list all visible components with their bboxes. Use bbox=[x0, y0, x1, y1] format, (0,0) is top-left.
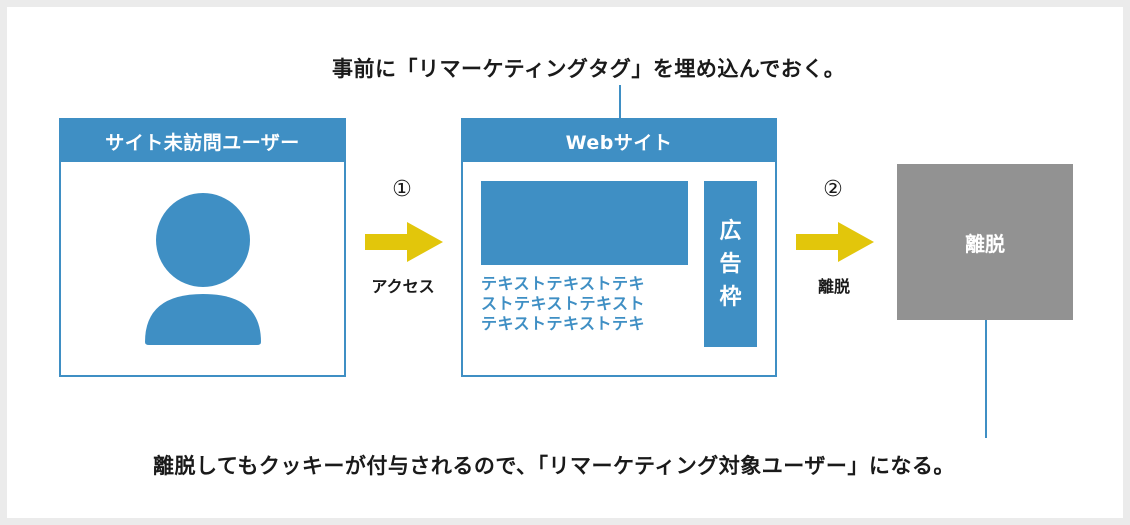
ad-frame: 広 告 枠 bbox=[704, 181, 757, 347]
user-silhouette-icon bbox=[145, 193, 261, 345]
visitor-box: サイト未訪問ユーザー bbox=[59, 118, 346, 377]
step2-label: 離脱 bbox=[817, 277, 850, 296]
ad-frame-char: 広 bbox=[719, 218, 742, 244]
step1-label: アクセス bbox=[371, 277, 435, 296]
content-image-placeholder bbox=[481, 181, 688, 265]
step2-number: ② bbox=[823, 177, 843, 202]
visitor-box-title: サイト未訪問ユーザー bbox=[61, 120, 344, 162]
exit-box: 離脱 bbox=[897, 164, 1073, 320]
arrow-right-icon bbox=[365, 222, 443, 262]
arrow-right-icon bbox=[796, 222, 874, 262]
ad-frame-char: 枠 bbox=[719, 284, 742, 310]
top-caption: 事前に「リマーケティングタグ」を埋め込んでおく。 bbox=[332, 57, 846, 81]
top-connector-line bbox=[619, 85, 621, 120]
diagram-canvas: 事前に「リマーケティングタグ」を埋め込んでおく。 サイト未訪問ユーザー ① アク… bbox=[7, 7, 1123, 518]
step1-number: ① bbox=[392, 177, 412, 202]
bottom-caption: 離脱してもクッキーが付与されるので、「リマーケティング対象ユーザー」になる。 bbox=[153, 454, 955, 478]
ad-frame-char: 告 bbox=[719, 251, 742, 277]
website-body-text: テキストテキストテキ ストテキストテキスト テキストテキストテキ bbox=[481, 274, 646, 333]
website-box-title: Webサイト bbox=[463, 120, 775, 162]
website-box: Webサイト テキストテキストテキ ストテキストテキスト テキストテキストテキ … bbox=[461, 118, 777, 377]
bottom-connector-line bbox=[985, 320, 987, 438]
